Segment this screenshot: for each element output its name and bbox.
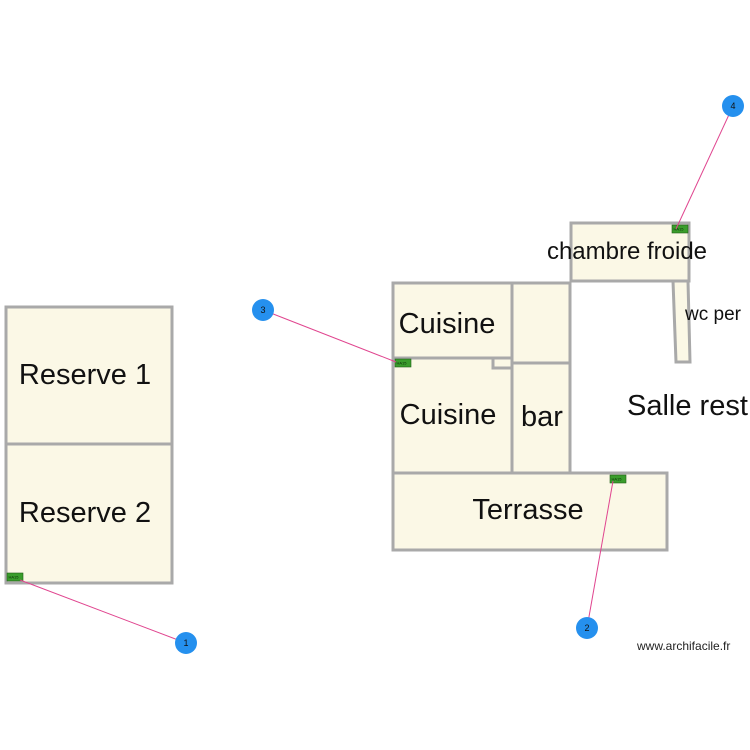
room-reserve-1 — [4, 305, 174, 446]
room-bar — [510, 361, 572, 475]
svg-text:HA15: HA15 — [612, 477, 623, 482]
svg-text:3: 3 — [260, 305, 265, 315]
tag-cuisine: HA15 — [394, 358, 412, 368]
label-wc-perso: wc per — [684, 304, 742, 325]
svg-text:HA15: HA15 — [397, 361, 408, 366]
room-terrasse — [391, 471, 669, 552]
label-reserve-2: Reserve 2 — [19, 497, 151, 529]
svg-text:1: 1 — [183, 638, 188, 648]
room-chambre-froide — [569, 221, 691, 283]
tag-terrasse: HA15 — [609, 474, 627, 484]
marker-1[interactable]: 1 — [175, 632, 197, 654]
wall-notch — [491, 358, 512, 370]
label-reserve-1: Reserve 1 — [19, 359, 151, 391]
leader-line-3 — [262, 309, 397, 363]
svg-text:4: 4 — [730, 101, 735, 111]
tag-chambre-froide: HA15 — [671, 224, 689, 234]
leader-line-1 — [19, 579, 187, 644]
watermark: www.archifacile.fr — [636, 639, 730, 653]
svg-text:2: 2 — [584, 623, 589, 633]
label-cuisine-top: Cuisine — [399, 308, 496, 340]
label-chambre-froide: chambre froide — [547, 238, 707, 265]
marker-4[interactable]: 4 — [722, 95, 744, 117]
marker-3[interactable]: 3 — [252, 299, 274, 321]
label-cuisine-bottom: Cuisine — [400, 399, 497, 431]
svg-text:HA15: HA15 — [9, 575, 20, 580]
room-reserve-2 — [4, 442, 174, 585]
leader-line-4 — [675, 105, 734, 230]
label-terrasse: Terrasse — [472, 494, 583, 526]
room-wc-perso — [671, 279, 692, 364]
marker-2[interactable]: 2 — [576, 617, 598, 639]
leader-line-2 — [586, 480, 614, 629]
tag-reserve: HA15 — [6, 572, 24, 582]
label-salle-restaurant: Salle rest — [627, 390, 748, 422]
room-storage-small — [510, 281, 572, 365]
svg-text:HA15: HA15 — [674, 227, 685, 232]
label-bar: bar — [521, 401, 563, 433]
